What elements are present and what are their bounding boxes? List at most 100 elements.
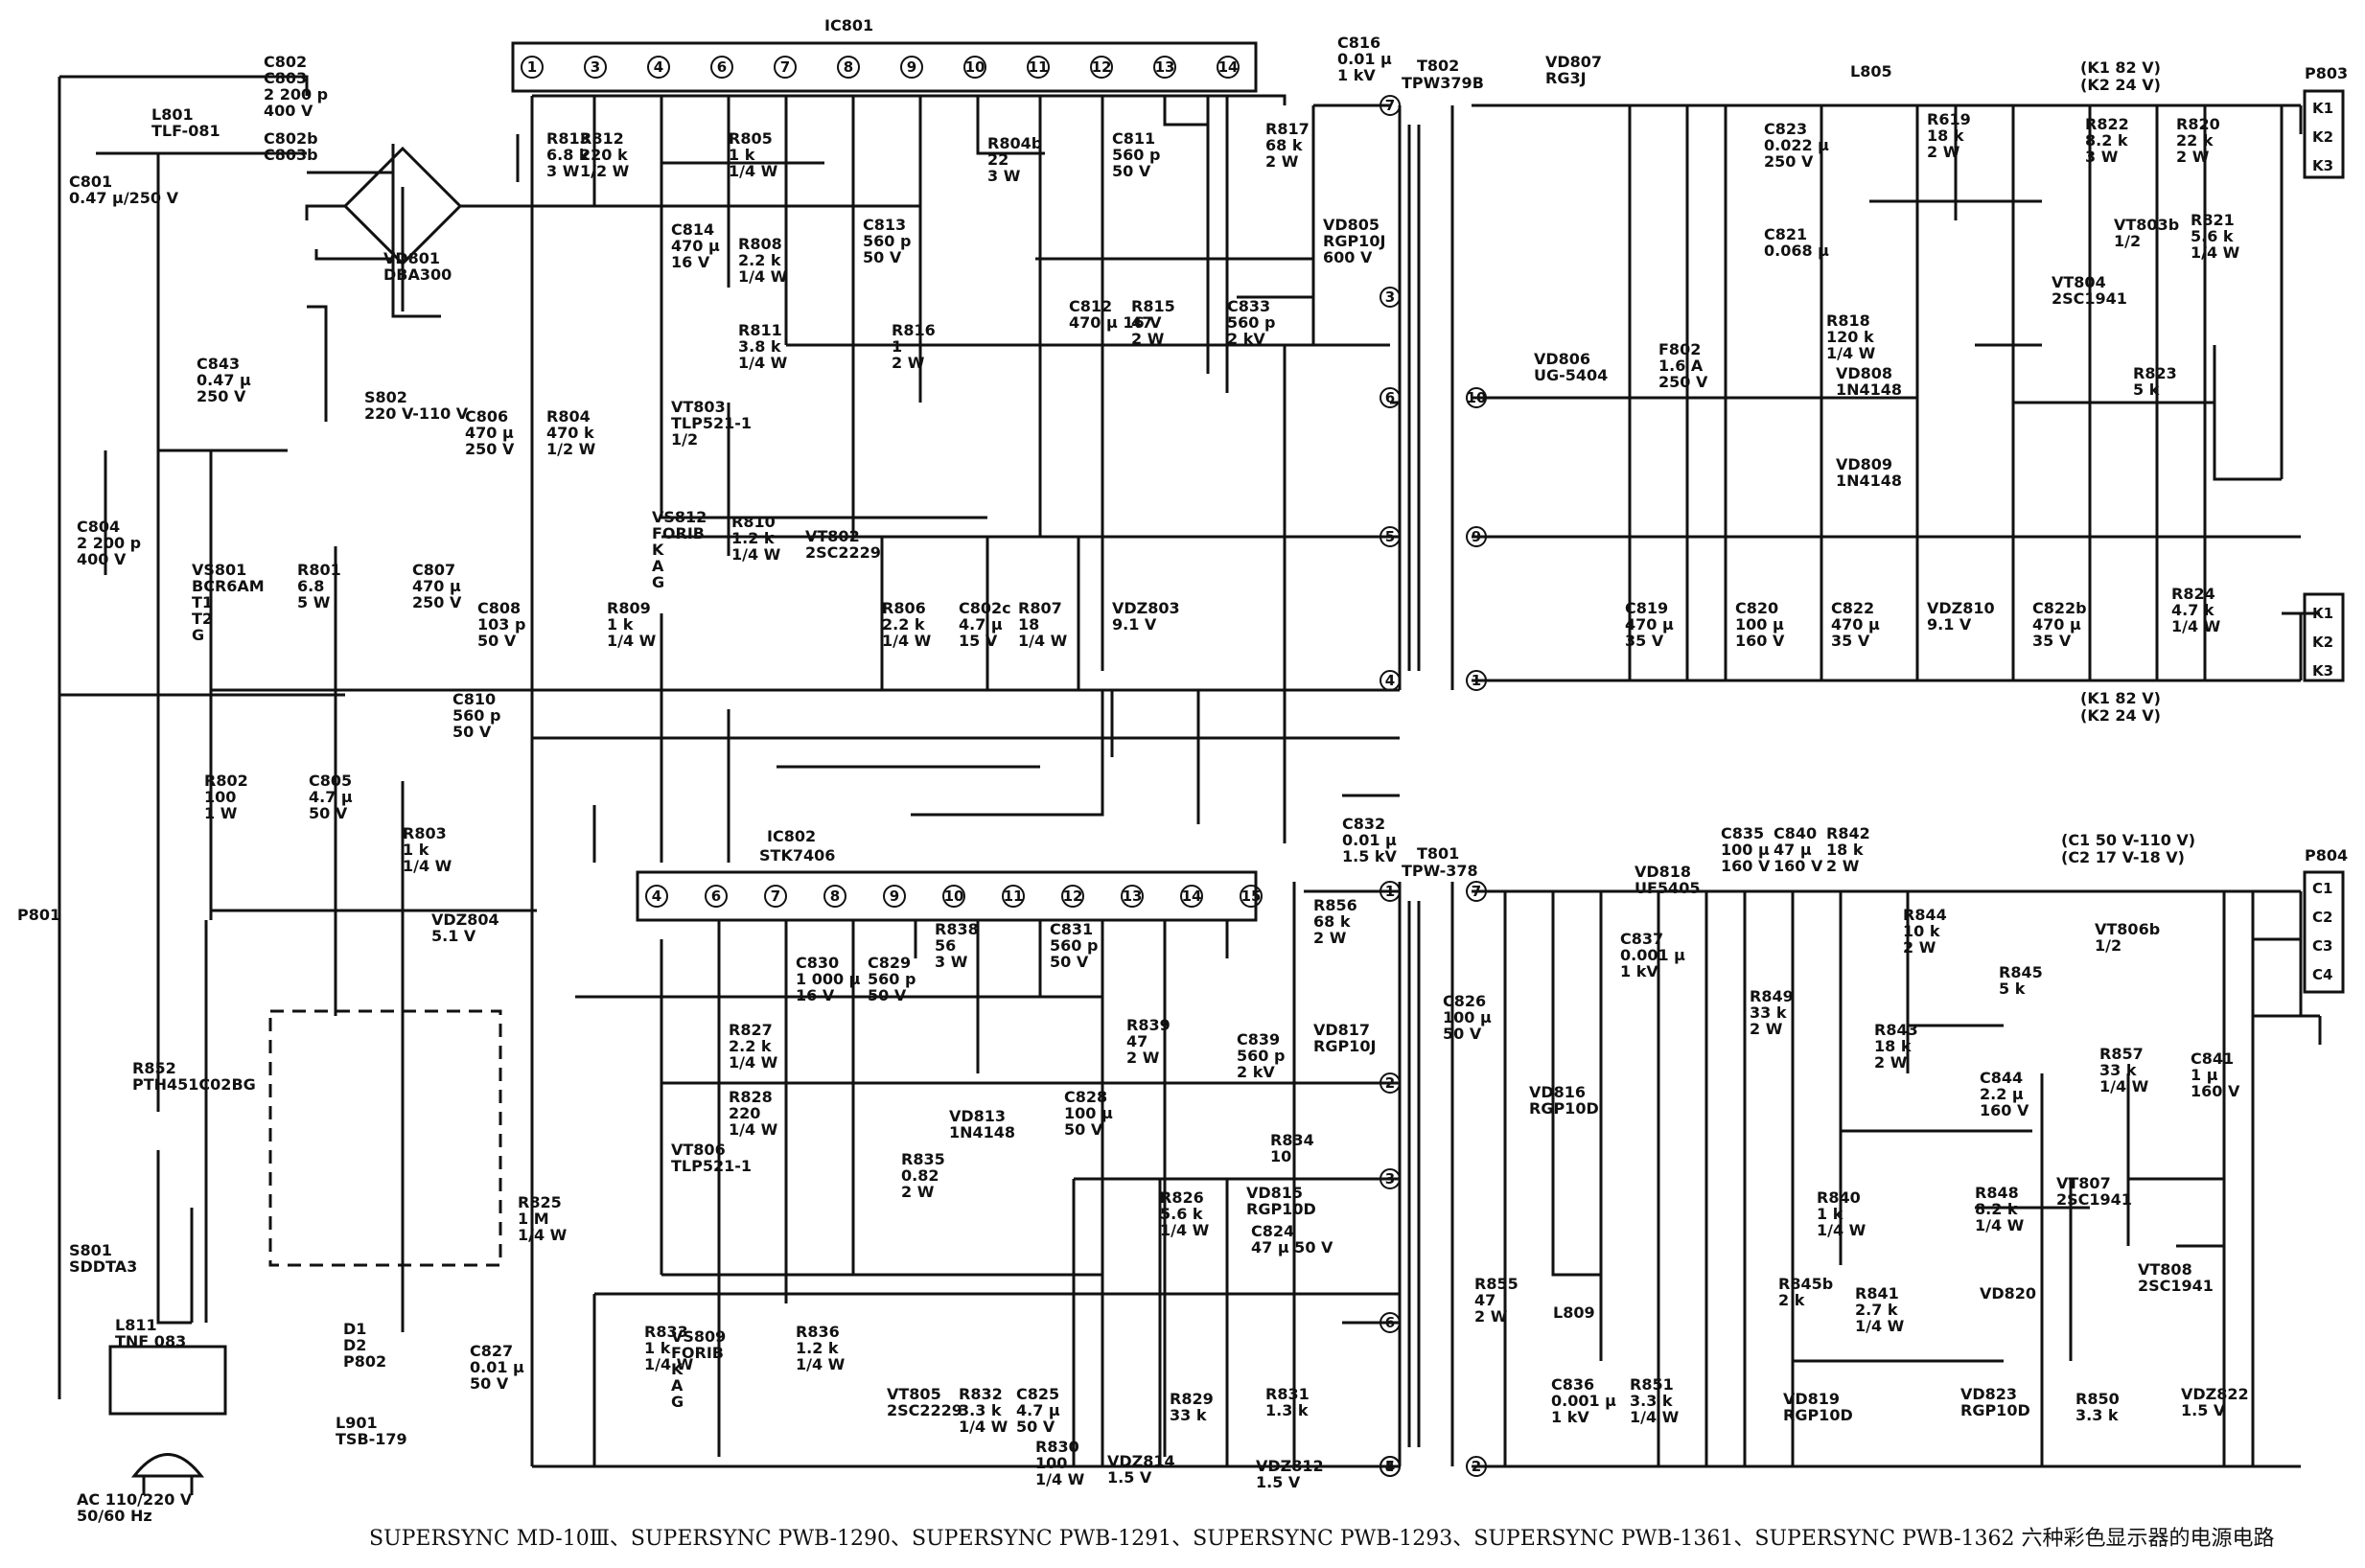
- component-label: 8.2 k: [1975, 1200, 2018, 1218]
- component-label: 68 k: [1265, 136, 1303, 154]
- component-label: 2.7 k: [1855, 1301, 1898, 1319]
- component-label: 2SC1941: [2052, 289, 2127, 308]
- component-label: 1.5 kV: [1342, 847, 1398, 865]
- component-label: R812: [580, 129, 624, 148]
- ic802-pin-number: 10: [944, 888, 964, 905]
- component-label: VT808: [2138, 1260, 2192, 1279]
- t801-left-pin-number: 6: [1385, 1314, 1395, 1331]
- component-label: UF5405: [1635, 879, 1700, 897]
- component-label: 1/4 W: [1817, 1221, 1866, 1239]
- component-label: 0.068 μ: [1764, 242, 1829, 260]
- component-label: C805: [309, 772, 352, 790]
- component-label: 2.2 k: [729, 1037, 772, 1055]
- t802-left-pin-circle: [1380, 95, 1401, 116]
- component-label: 1N4148: [949, 1123, 1015, 1141]
- p803-bottom-pin-label: K2: [2312, 634, 2333, 651]
- ic802-pin-number: 13: [1123, 888, 1143, 905]
- component-label: 2 W: [1903, 938, 1936, 957]
- component-label: 1.5 V: [1107, 1468, 1152, 1487]
- component-label: D1: [343, 1320, 366, 1338]
- component-label: VD815: [1246, 1184, 1303, 1202]
- t801-left-pin-number: 3: [1385, 1170, 1395, 1188]
- component-label: C819: [1625, 599, 1668, 617]
- ic801-pin-number: 4: [654, 58, 663, 76]
- component-label: C835: [1721, 824, 1764, 842]
- ic802-pin-circle: [1002, 885, 1025, 908]
- component-label: 220 V-110 V: [364, 404, 469, 423]
- component-label: 9.1 V: [1927, 615, 1972, 634]
- component-label: R818: [1826, 311, 1870, 330]
- component-label: 0.01 μ: [1337, 50, 1392, 68]
- component-label: 3.8 k: [738, 337, 781, 356]
- component-label: 220 k: [580, 146, 628, 164]
- component-label: 47 μ 50 V: [1251, 1238, 1333, 1257]
- component-label: L809: [1553, 1303, 1595, 1322]
- ic802-pin-circle: [705, 885, 728, 908]
- component-label: C814: [671, 220, 714, 239]
- component-label: 2.2 k: [738, 251, 781, 269]
- connector-p804: P804 (C1 50 V-110 V) (C2 17 V-18 V): [2061, 831, 2348, 994]
- ic802-pin-circle: [1180, 885, 1203, 908]
- component-label: 100 μ: [1721, 841, 1770, 859]
- component-label: R826: [1160, 1188, 1204, 1207]
- component-label: C812: [1069, 297, 1112, 315]
- component-label: L811: [115, 1316, 157, 1334]
- component-label: 2 W: [1131, 330, 1165, 348]
- ic802-pin-circle: [883, 885, 906, 908]
- ic801-pin-circle: [774, 56, 797, 79]
- component-label: RGP10J: [1323, 232, 1385, 250]
- component-label: 2 W: [892, 354, 925, 372]
- component-label: 0.022 μ: [1764, 136, 1829, 154]
- component-label: C820: [1735, 599, 1778, 617]
- ic801-pin-number: 3: [591, 58, 600, 76]
- component-label: VD819: [1783, 1390, 1840, 1408]
- component-label: R831: [1265, 1385, 1310, 1403]
- component-label: BCR6AM: [192, 577, 265, 595]
- component-label: VT807: [2056, 1174, 2111, 1192]
- t801-left-pin-circle: [1380, 1312, 1401, 1333]
- component-label: 1/4 W: [796, 1355, 846, 1373]
- t802-right-pin-circle: [1466, 387, 1487, 408]
- ic801-label: IC801: [824, 16, 873, 35]
- component-label: 5.6 k: [1160, 1205, 1203, 1223]
- component-label: C802: [264, 53, 307, 71]
- component-label: R825: [518, 1193, 562, 1211]
- component-label: RG3J: [1545, 69, 1587, 87]
- t802-left-pin-circle: [1380, 287, 1401, 308]
- component-label: 1/4 W: [607, 632, 657, 650]
- ic801-pin-number: 14: [1218, 58, 1239, 76]
- component-label: 1: [892, 337, 902, 356]
- component-label: VT806: [671, 1141, 726, 1159]
- component-label: 18 k: [1826, 841, 1864, 859]
- component-label: R839: [1126, 1016, 1171, 1034]
- component-label: 470 k: [546, 424, 594, 442]
- p803-top-pin-label: K1: [2312, 100, 2333, 117]
- component-label: 2SC2229: [805, 543, 881, 562]
- component-label: 16 V: [671, 253, 710, 271]
- component-label: 22: [987, 150, 1009, 169]
- component-label: 100: [1035, 1454, 1067, 1472]
- component-label: R824: [2171, 585, 2215, 603]
- component-label: 47: [1126, 1032, 1148, 1050]
- ic802-pin-number: 11: [1004, 888, 1024, 905]
- component-label: C811: [1112, 129, 1155, 148]
- component-label: L805: [1850, 62, 1892, 81]
- component-label: R856: [1313, 896, 1357, 914]
- component-label: R832: [959, 1385, 1003, 1403]
- component-label: 250 V: [1764, 152, 1814, 171]
- p804-pin-label: C4: [2312, 966, 2332, 983]
- component-label: 1/4 W: [738, 267, 788, 286]
- p803-top-pin-label: K3: [2312, 157, 2333, 174]
- component-label: 2 kV: [1237, 1063, 1275, 1081]
- component-label: 1.2 k: [731, 529, 775, 547]
- component-label: VD823: [1960, 1385, 2017, 1403]
- component-label: 50 V: [309, 804, 348, 822]
- component-label: 1/4 W: [518, 1226, 568, 1244]
- component-label: R843: [1874, 1021, 1918, 1039]
- component-label: 470 μ: [671, 237, 720, 255]
- component-label: 100 μ: [1443, 1008, 1492, 1026]
- component-label: 3.3 k: [959, 1401, 1002, 1419]
- component-label: R841: [1855, 1284, 1899, 1303]
- component-label: R851: [1630, 1375, 1674, 1394]
